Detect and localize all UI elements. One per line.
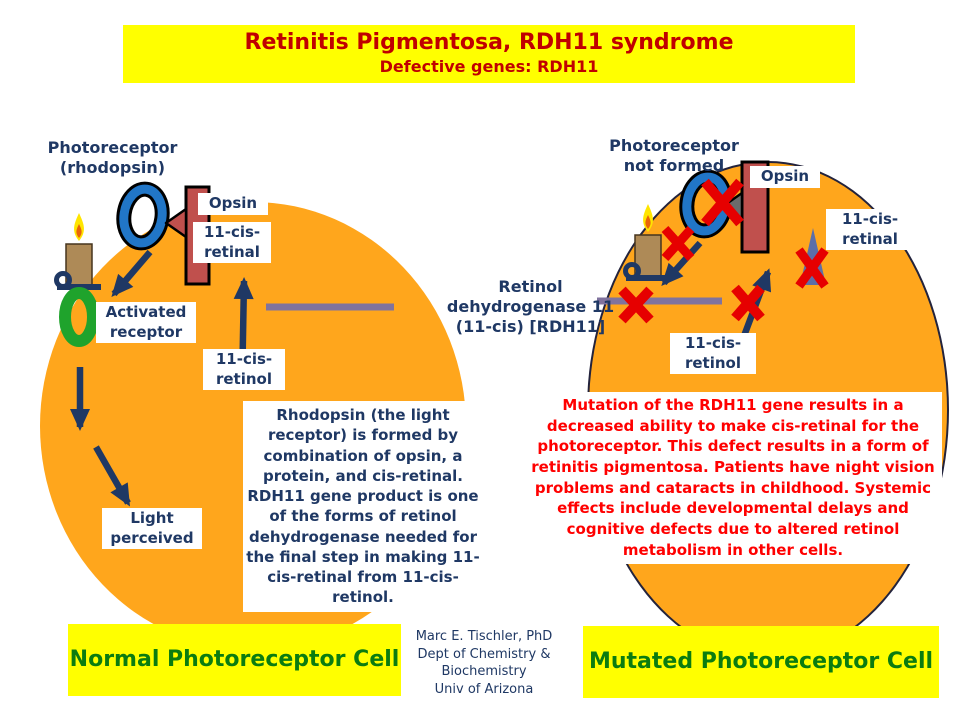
normal-cell-banner: Normal Photoreceptor Cell — [68, 624, 401, 696]
opsin-label: Opsin — [198, 193, 268, 215]
retinal-label: 11-cis- retinal — [826, 209, 914, 250]
retinol-label: 11-cis- retinol — [670, 333, 756, 374]
photoreceptor-not-formed-label: Photoreceptor not formed — [609, 136, 739, 175]
enzyme-label: Retinol dehydrogenase 11 (11-cis) [RDH11… — [446, 277, 615, 336]
activated-receptor-label: Activated receptor — [96, 302, 196, 343]
light-perceived-label: Light perceived — [102, 508, 202, 549]
title-banner: Retinitis Pigmentosa, RDH11 syndrome Def… — [123, 25, 855, 83]
retinal-label: 11-cis- retinal — [193, 222, 271, 263]
retinol-label: 11-cis- retinol — [203, 349, 285, 390]
mutated-cell-banner: Mutated Photoreceptor Cell — [583, 626, 939, 698]
opsin-label: Opsin — [750, 166, 820, 188]
mutation-info-box: Mutation of the RDH11 gene results in a … — [524, 392, 942, 564]
author-credit: Marc E. Tischler, PhD Dept of Chemistry … — [415, 629, 553, 697]
slide-title: Retinitis Pigmentosa, RDH11 syndrome — [244, 30, 734, 55]
photoreceptor-rhodopsin-label: Photoreceptor (rhodopsin) — [47, 138, 178, 177]
rhodopsin-info-box: Rhodopsin (the light receptor) is formed… — [243, 401, 483, 612]
slide-subtitle: Defective genes: RDH11 — [379, 56, 599, 76]
